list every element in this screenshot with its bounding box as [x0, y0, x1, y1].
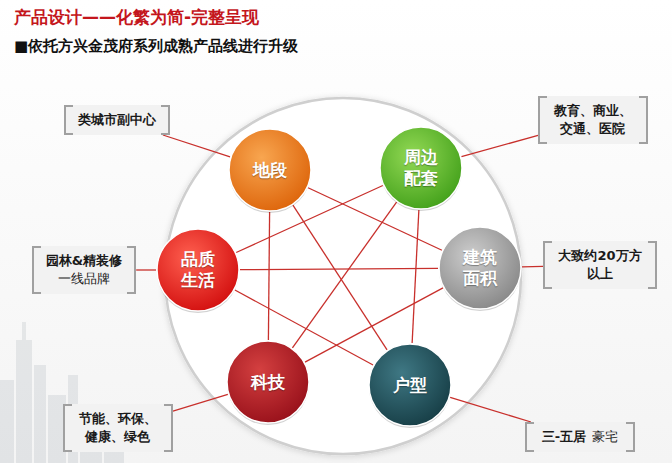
callout-text: 三-五居 [542, 428, 586, 446]
leader-line [173, 394, 228, 411]
callout-text: 豪宅 [592, 428, 618, 446]
callout-box: 节能、环保、 健康、绿色 [63, 404, 173, 452]
callout-box: 三-五居豪宅 [525, 422, 635, 452]
leader-line [163, 135, 230, 157]
callout-box: 园林&精装修一线品牌 [32, 246, 136, 294]
leader-line [450, 397, 531, 422]
relation-line [412, 210, 419, 343]
callout-text: 类城市副中心 [78, 111, 156, 129]
theme-circle: 品质 生活 [156, 228, 240, 312]
callout-text: 大致约20万方 以上 [557, 247, 643, 283]
circle-label: 周边 配套 [402, 147, 439, 189]
relation-line [292, 202, 396, 348]
circle-label: 科技 [249, 372, 286, 393]
callout-text: 园林&精装修 [46, 252, 122, 270]
relation-line [268, 212, 269, 340]
title: 产品设计——化繁为简-完整呈现 [14, 6, 259, 29]
relation-line [240, 268, 438, 269]
circle-label: 建筑 面积 [461, 247, 498, 289]
callout-text: 一线品牌 [46, 270, 122, 288]
subtitle: ■依托方兴金茂府系列成熟产品线进行升级 [14, 37, 298, 56]
theme-circle: 户型 [368, 343, 452, 427]
callout-text: 教育、商业、 交通、医院 [552, 102, 634, 138]
leader-line [136, 269, 156, 270]
theme-circle: 周边 配套 [379, 126, 463, 210]
callout-text: 节能、环保、 健康、绿色 [77, 410, 159, 446]
leader-line [522, 266, 543, 268]
circle-label: 地段 [251, 160, 288, 181]
theme-circle: 地段 [228, 128, 312, 212]
theme-circle: 建筑 面积 [438, 226, 522, 310]
callout-box: 教育、商业、 交通、医院 [538, 96, 648, 144]
leader-line [461, 135, 538, 156]
callout-box: 大致约20万方 以上 [543, 241, 657, 289]
circle-label: 品质 生活 [179, 249, 216, 291]
theme-circle: 科技 [226, 340, 310, 424]
circle-label: 户型 [391, 375, 428, 396]
callout-box: 类城市副中心 [64, 105, 170, 135]
